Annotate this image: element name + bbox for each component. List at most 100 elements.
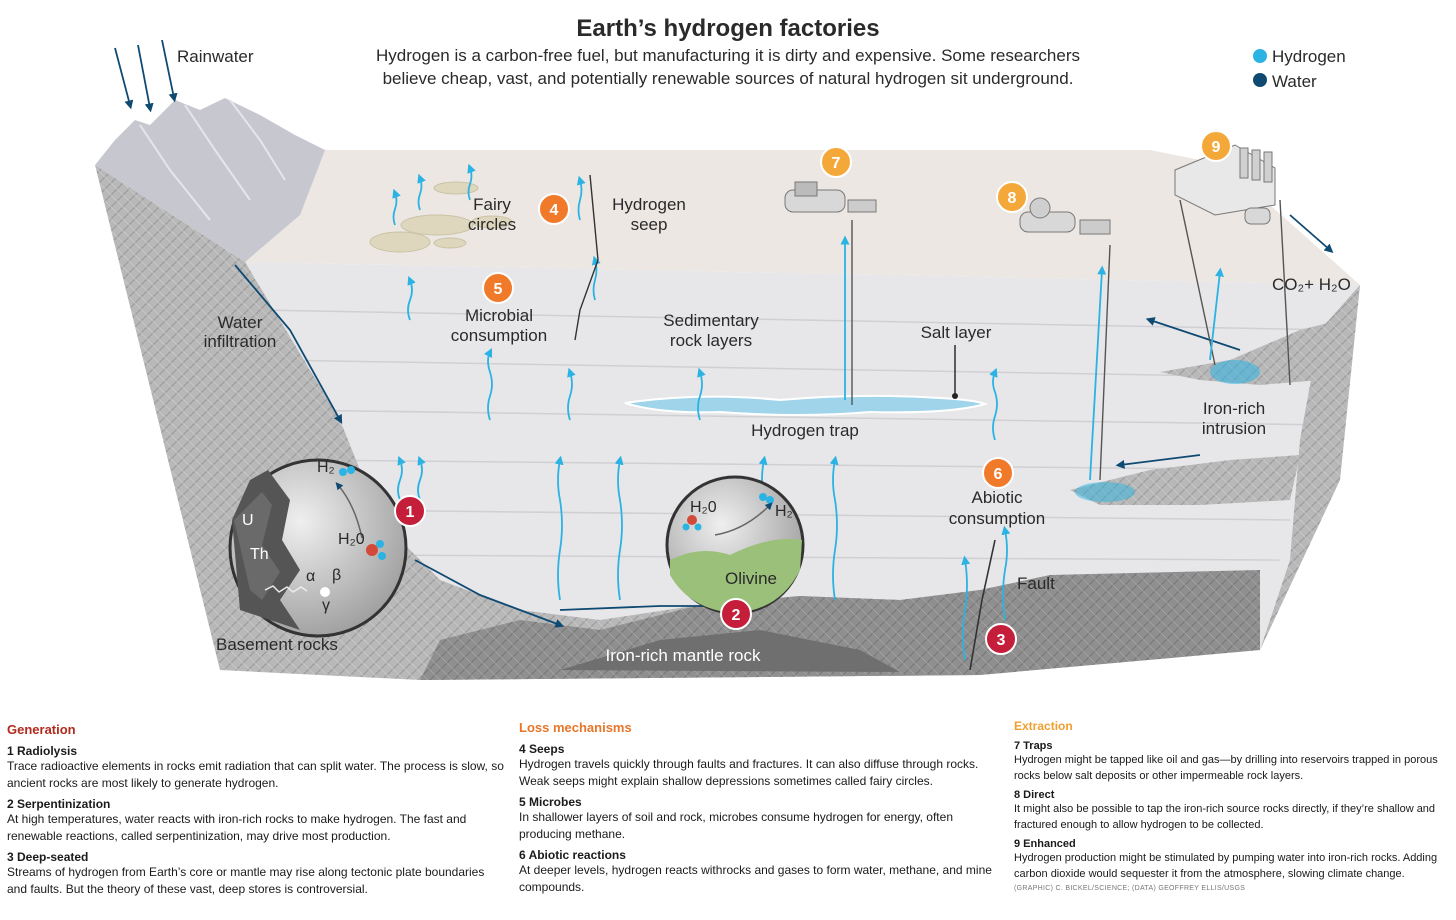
radiolysis-sphere xyxy=(228,458,408,638)
extraction-heading: Extraction xyxy=(1014,719,1073,733)
label-iron-intrusion-2: intrusion xyxy=(1202,419,1266,438)
extraction-item-text: It might also be possible to tap the iro… xyxy=(1014,803,1436,831)
label-abiotic-2: consumption xyxy=(949,509,1045,528)
legend-hydrogen-label: Hydrogen xyxy=(1272,47,1346,66)
marker-2 xyxy=(720,598,752,630)
water-flows xyxy=(114,39,1334,628)
generation-item-text: Streams of hydrogen from Earth’s core or… xyxy=(7,865,485,896)
label-hydrogen-seep-2: seep xyxy=(631,215,668,234)
generation-item-title: 1 Radiolysis xyxy=(7,744,78,758)
generation-heading: Generation xyxy=(7,722,76,737)
label-microbial-1: Microbial xyxy=(465,306,533,325)
deep-fault xyxy=(969,539,996,671)
marker-5 xyxy=(482,272,514,304)
extraction-item-text: Hydrogen might be tapped like oil and ga… xyxy=(1014,754,1438,782)
marker-2-label: 2 xyxy=(732,607,741,624)
hydrogen-factories-diagram: 1 2 3 4 5 6 7 8 9 Earth’s hydrogen facto… xyxy=(95,15,1360,680)
subtitle-line-2: believe cheap, vast, and potentially ren… xyxy=(383,69,1074,88)
legend-water-swatch xyxy=(1253,73,1267,87)
label-h2-radiolysis: H₂ xyxy=(317,459,335,476)
label-hydrogen-trap: Hydrogen trap xyxy=(751,421,859,440)
label-basement-rocks: Basement rocks xyxy=(216,635,338,654)
marker-4 xyxy=(538,193,570,225)
facility-7 xyxy=(784,181,877,213)
label-rainwater: Rainwater xyxy=(177,47,254,66)
subtitle-line-1: Hydrogen is a carbon-free fuel, but manu… xyxy=(376,46,1080,65)
label-microbial-2: consumption xyxy=(451,326,547,345)
generation-item-text: Trace radioactive elements in rocks emit… xyxy=(7,759,504,790)
marker-1-label: 1 xyxy=(406,504,415,521)
label-h2o-radiolysis: H₂0 xyxy=(338,531,365,548)
wells xyxy=(851,199,1291,481)
graphic-credit: (GRAPHIC) C. BICKEL/SCIENCE; (DATA) GEOF… xyxy=(1014,885,1246,892)
hydrogen-trap xyxy=(624,394,989,416)
fairy-circles xyxy=(369,181,513,253)
mantle-shadow xyxy=(560,630,900,672)
label-alpha: α xyxy=(306,568,315,585)
loss-column: Loss mechanisms 4 Seeps Hydrogen travels… xyxy=(519,720,1009,896)
mountain xyxy=(95,98,325,262)
label-sedimentary-1: Sedimentary xyxy=(663,311,759,330)
label-sedimentary-2: rock layers xyxy=(670,331,752,350)
generation-item-title: 2 Serpentinization xyxy=(7,797,111,811)
explanation-panel: Generation 1 Radiolysis Trace radioactiv… xyxy=(0,719,1456,920)
label-fairy-circles-1: Fairy xyxy=(473,195,511,214)
marker-3 xyxy=(985,623,1017,655)
marker-5-label: 5 xyxy=(494,281,503,298)
label-co2-h2o: CO₂+ H₂O xyxy=(1272,275,1351,294)
iron-rich-intrusion-upper xyxy=(1160,320,1340,385)
layer-lines xyxy=(259,309,1341,561)
label-uranium: U xyxy=(242,512,254,529)
label-water-infiltration-1: Water xyxy=(218,313,263,332)
label-water-infiltration-2: infiltration xyxy=(204,332,277,351)
generation-item-title: 3 Deep-seated xyxy=(7,850,89,864)
loss-item-text: Hydrogen travels quickly through faults … xyxy=(519,757,979,788)
label-salt-layer: Salt layer xyxy=(921,323,992,342)
label-olivine: Olivine xyxy=(725,569,777,588)
intrusion-hydrogen-glow-2 xyxy=(1075,482,1135,502)
mountain-ridges xyxy=(139,99,286,221)
extraction-item-title: 9 Enhanced xyxy=(1014,838,1076,850)
legend-hydrogen-swatch xyxy=(1253,49,1267,63)
loss-heading: Loss mechanisms xyxy=(519,720,632,735)
serpentinization-sphere xyxy=(665,475,805,615)
marker-8-label: 8 xyxy=(1008,190,1017,207)
legend-water-label: Water xyxy=(1272,72,1317,91)
label-mantle-rock: Iron-rich mantle rock xyxy=(606,646,761,665)
label-gamma: γ xyxy=(322,597,330,614)
marker-6-label: 6 xyxy=(994,466,1003,483)
intrusion-hydrogen-glow xyxy=(1210,360,1260,384)
label-h2-serpentinization: H₂ xyxy=(775,503,793,520)
marker-7 xyxy=(820,146,852,178)
extraction-item-text: Hydrogen production might be stimulated … xyxy=(1014,852,1438,880)
label-hydrogen-seep-1: Hydrogen xyxy=(612,195,686,214)
label-thorium: Th xyxy=(250,546,269,563)
seep-fault xyxy=(574,174,599,341)
loss-item-title: 4 Seeps xyxy=(519,742,565,756)
label-fairy-circles-2: circles xyxy=(468,215,516,234)
marker-8 xyxy=(996,181,1028,213)
label-iron-intrusion-1: Iron-rich xyxy=(1203,399,1265,418)
page-title: Earth’s hydrogen factories xyxy=(576,15,879,42)
loss-item-title: 6 Abiotic reactions xyxy=(519,848,626,862)
label-beta: β xyxy=(332,567,341,584)
generation-item-text: At high temperatures, water reacts with … xyxy=(7,812,467,843)
loss-item-text: In shallower layers of soil and rock, mi… xyxy=(519,810,953,841)
salt-layer-dot xyxy=(952,393,958,399)
extraction-item-title: 7 Traps xyxy=(1014,740,1053,752)
loss-item-text: At deeper levels, hydrogen reacts withro… xyxy=(519,863,992,894)
marker-3-label: 3 xyxy=(997,632,1006,649)
loss-item-title: 5 Microbes xyxy=(519,795,582,809)
facility-9 xyxy=(1174,144,1276,225)
label-h2o-serpentinization: H₂0 xyxy=(690,499,717,516)
label-abiotic-1: Abiotic xyxy=(971,488,1023,507)
extraction-column: Extraction 7 Traps Hydrogen might be tap… xyxy=(1014,719,1450,892)
marker-4-label: 4 xyxy=(550,202,559,219)
well-hydrogen-up xyxy=(840,235,1224,481)
marker-6 xyxy=(982,457,1014,489)
markers xyxy=(394,130,1232,655)
right-face xyxy=(1260,285,1360,650)
marker-9 xyxy=(1200,130,1232,162)
generation-column: Generation 1 Radiolysis Trace radioactiv… xyxy=(7,722,507,898)
marker-7-label: 7 xyxy=(832,155,841,172)
